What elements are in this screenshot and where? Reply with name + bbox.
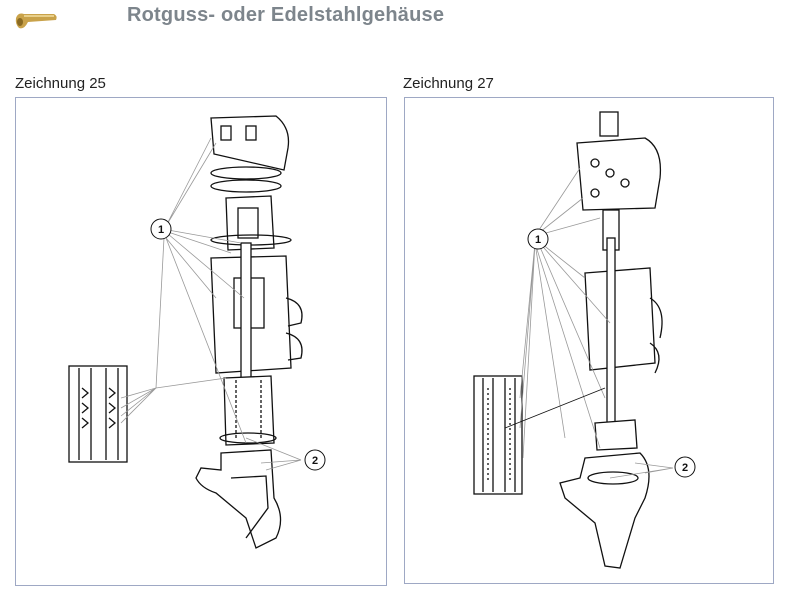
exploded-valve-drawing: 1 2: [68, 115, 326, 549]
callout-number: 1: [535, 234, 541, 246]
drawing-caption: Zeichnung 25: [15, 75, 106, 92]
callout-2: 2: [304, 449, 326, 471]
drawing-panel-27: 1 2: [404, 97, 774, 584]
valve-body-icon: [15, 13, 57, 29]
detail-inset: [473, 375, 523, 495]
leader-lines: [504, 167, 674, 479]
drawing-panel-25: 1 2: [15, 97, 387, 586]
drawing-caption: Zeichnung 27: [403, 75, 494, 92]
leader-lines: [120, 137, 302, 471]
valve-assembly: [195, 115, 303, 549]
detail-inset: [68, 365, 128, 463]
exploded-valve-drawing: 1 2: [473, 111, 696, 569]
page-title: Rotguss- oder Edelstahlgehäuse: [127, 4, 445, 26]
callout-1: 1: [150, 218, 172, 240]
callout-number: 1: [158, 224, 164, 236]
callout-number: 2: [682, 462, 688, 474]
callout-1: 1: [527, 228, 549, 250]
valve-assembly: [559, 111, 663, 569]
callout-2: 2: [674, 456, 696, 478]
callout-number: 2: [312, 455, 318, 467]
